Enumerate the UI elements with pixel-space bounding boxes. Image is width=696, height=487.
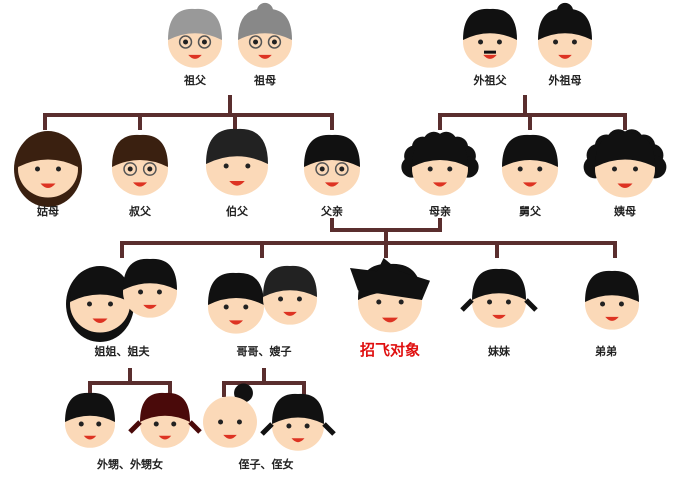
face-grandmother (226, 1, 304, 79)
parents-connector (120, 218, 617, 258)
label-sisters-children: 外甥、外甥女 (97, 458, 163, 471)
paternal-grandparents-connector (43, 95, 334, 130)
face-maternal-grandfather (451, 1, 529, 79)
face-maternal-grandmother (526, 1, 604, 79)
label-maternal-grandfather: 外祖父 (473, 74, 507, 87)
label-uncle-maternal: 舅父 (519, 205, 541, 218)
face-aunt-paternal (6, 125, 90, 209)
face-elder-sister-husband (111, 251, 189, 329)
brother-children-connector (222, 368, 306, 397)
label-aunt-paternal: 姑母 (37, 205, 59, 218)
face-niece-brother (260, 386, 336, 462)
label-elder-brother-and-wife: 哥哥、嫂子 (236, 345, 292, 358)
label-father: 父亲 (321, 205, 343, 218)
face-grandfather (156, 1, 234, 79)
face-nephew-brother (191, 381, 269, 459)
face-elder-brother-wife (251, 258, 329, 336)
label-aunt-maternal: 姨母 (614, 205, 636, 218)
face-mother (400, 127, 480, 207)
face-elder-brother (196, 265, 276, 345)
label-grandmother: 祖母 (254, 74, 276, 87)
label-brothers-children: 侄子、侄女 (238, 458, 294, 471)
face-applicant (346, 256, 434, 344)
label-mother: 母亲 (429, 205, 451, 218)
face-nephew (53, 385, 127, 459)
maternal-grandparents-connector (438, 95, 627, 130)
label-uncle-elder: 伯父 (226, 205, 248, 218)
label-applicant: 招飞对象 (359, 341, 421, 359)
face-uncle-younger (100, 127, 180, 207)
label-uncle-younger: 叔父 (129, 205, 151, 218)
face-aunt-maternal (583, 125, 667, 209)
face-elder-sister (58, 260, 142, 344)
face-father (292, 127, 372, 207)
label-maternal-grandmother: 外祖母 (548, 74, 582, 87)
label-younger-brother: 弟弟 (595, 345, 617, 358)
label-grandfather: 祖父 (184, 74, 206, 87)
face-uncle-elder (194, 121, 280, 207)
label-younger-sister: 妹妹 (488, 345, 510, 358)
face-niece-sister (128, 385, 202, 459)
face-younger-sister (460, 261, 538, 339)
sister-children-connector (88, 368, 172, 397)
face-younger-brother (573, 263, 651, 341)
face-uncle-maternal (490, 127, 570, 207)
label-elder-sister-and-husband: 姐姐、姐夫 (94, 345, 150, 358)
